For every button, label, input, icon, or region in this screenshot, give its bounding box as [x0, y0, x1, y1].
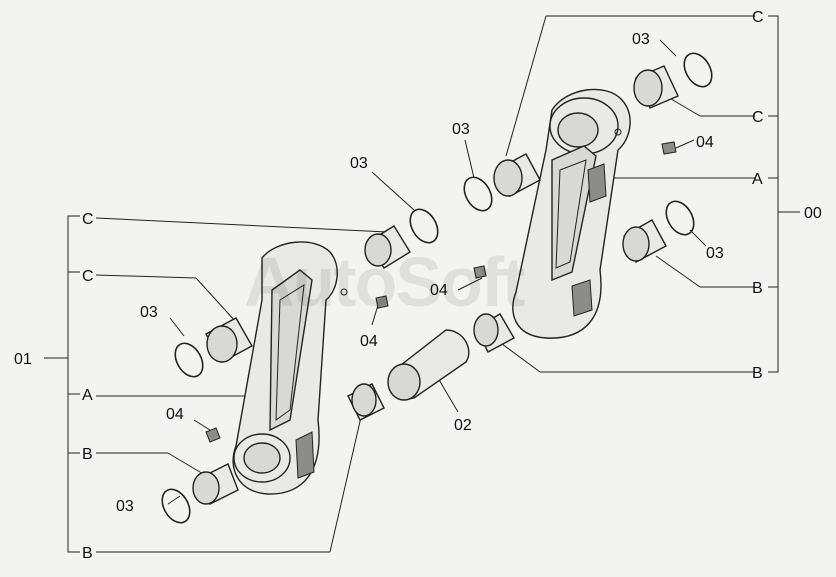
label-03-f: 03 [706, 245, 724, 262]
label-02: 02 [454, 417, 472, 434]
bracket-left [44, 215, 80, 553]
label-00: 00 [804, 205, 822, 222]
watermark: AutoSoft [244, 243, 525, 321]
label-03-e: 03 [632, 31, 650, 48]
link-rod-left [232, 241, 348, 495]
label-03-c: 03 [350, 155, 368, 172]
label-a-left: A [82, 387, 93, 404]
label-03-b: 03 [116, 498, 134, 515]
label-c-right-mid: C [752, 109, 764, 126]
label-c-left-mid: C [82, 268, 94, 285]
bracket-right [768, 15, 800, 373]
label-b-right-top: B [752, 280, 763, 297]
labels: 01 00 02 C C A B B C C A B B 03 03 03 03… [14, 9, 822, 562]
rings-03 [161, 52, 713, 524]
label-c-left-top: C [82, 211, 94, 228]
label-a-right: A [752, 171, 763, 188]
link-rod-right [512, 88, 631, 339]
label-b-left-top: B [82, 446, 93, 463]
bushings [192, 65, 679, 505]
label-04-d: 04 [696, 134, 714, 151]
label-04-c: 04 [430, 282, 448, 299]
grease-fittings-04 [205, 141, 677, 443]
label-04-b: 04 [360, 333, 378, 350]
label-03-d: 03 [452, 121, 470, 138]
label-b-right-bottom: B [752, 365, 763, 382]
pin-02 [387, 329, 470, 401]
label-01: 01 [14, 351, 32, 368]
label-c-right-top: C [752, 9, 764, 26]
label-b-left-bottom: B [82, 545, 93, 562]
label-03-a: 03 [140, 304, 158, 321]
label-04-a: 04 [166, 406, 184, 423]
